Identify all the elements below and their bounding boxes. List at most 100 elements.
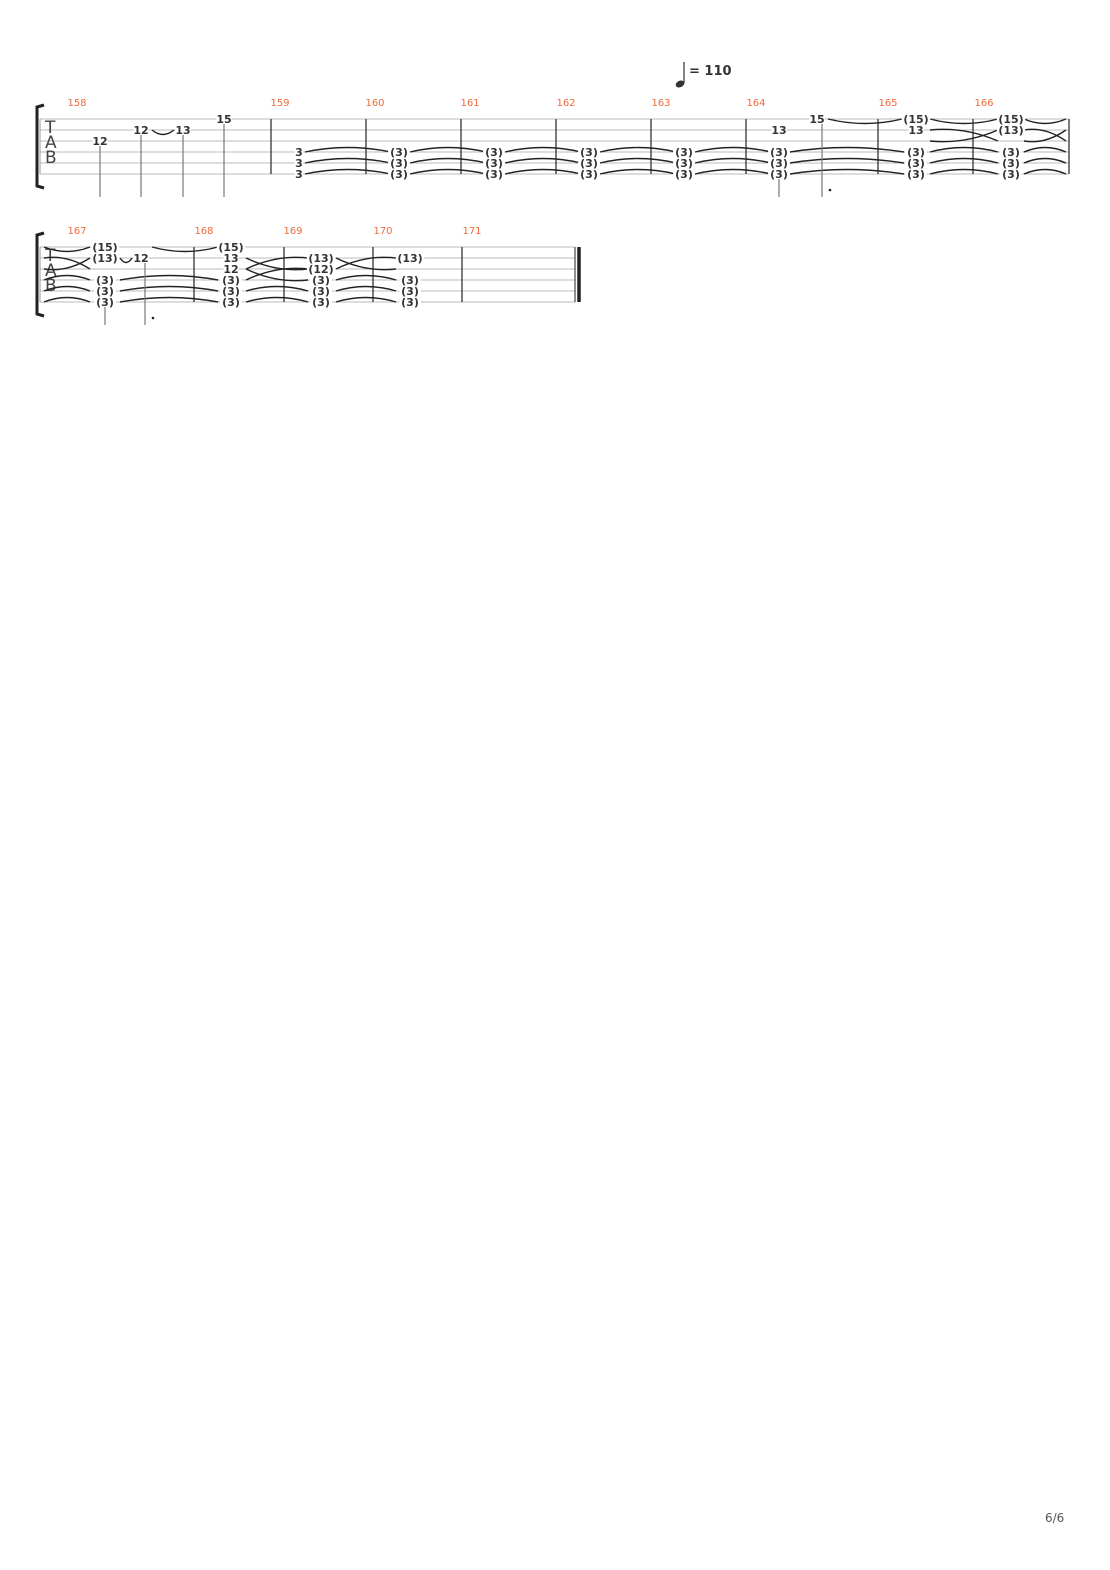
tab-note: (3) [222, 274, 240, 287]
tie-arc [409, 146, 487, 153]
note-background [905, 147, 927, 157]
tab-note: 3 [295, 146, 303, 159]
tab-note: (3) [401, 296, 419, 309]
note-background [294, 169, 304, 179]
tab-note: (3) [580, 146, 598, 159]
note-background [996, 125, 1026, 135]
tie-arc [304, 146, 392, 153]
note-background [94, 297, 116, 307]
tab-note: (13) [397, 252, 422, 265]
tab-note: (3) [96, 296, 114, 309]
tie-arc [304, 168, 392, 175]
tab-note: (12) [308, 263, 333, 276]
tie-arc [409, 157, 487, 164]
measure-number: 158 [67, 98, 86, 109]
tie-arc [789, 146, 905, 153]
tab-note: 3 [295, 168, 303, 181]
tab-note: (3) [312, 285, 330, 298]
tie-arc [504, 146, 582, 153]
tab-note: (13) [998, 124, 1023, 137]
measure-number: 165 [878, 98, 897, 109]
measure-number: 164 [746, 98, 765, 109]
tab-clef-letter: T [44, 118, 56, 138]
tie-arc [335, 257, 397, 271]
tie-arc [43, 296, 91, 303]
measure-number: 159 [270, 98, 289, 109]
tab-clef-letter: A [45, 133, 57, 153]
note-background [294, 158, 304, 168]
note-background [223, 253, 239, 263]
tab-note: 12 [133, 124, 148, 137]
note-background [768, 147, 790, 157]
tie-arc [1023, 146, 1067, 153]
tie-arc [43, 246, 91, 253]
tab-note: (15) [998, 113, 1023, 126]
tab-note: (3) [401, 285, 419, 298]
tab-note: (15) [218, 241, 243, 254]
tab-note: 12 [223, 263, 238, 276]
note-background [908, 125, 924, 135]
tie-arc [694, 157, 772, 164]
system-bracket [35, 103, 45, 190]
tie-arc [151, 129, 175, 136]
tie-arc [1023, 168, 1067, 175]
tie-arc [504, 157, 582, 164]
measure-number: 161 [460, 98, 479, 109]
tie-arc [43, 256, 91, 270]
tab-note: (13) [308, 252, 333, 265]
note-background [578, 147, 600, 157]
measure-number: 166 [974, 98, 993, 109]
system-bracket [35, 231, 45, 318]
tie-arc [789, 168, 905, 175]
tie-arc [1023, 129, 1067, 143]
note-background [388, 147, 410, 157]
tie-arc [694, 168, 772, 175]
note-background [92, 136, 108, 146]
tempo-marking: = 110 [675, 62, 732, 88]
tab-clef-letter: B [45, 276, 57, 296]
note-background [306, 264, 336, 274]
tab-note: (3) [675, 146, 693, 159]
tie-arc [304, 157, 392, 164]
tie-arc [409, 168, 487, 175]
note-background [768, 169, 790, 179]
tie-arc [827, 118, 903, 125]
tie-arc [119, 274, 219, 281]
note-background [223, 264, 239, 274]
tie-arc [929, 168, 999, 175]
tie-arc [119, 296, 219, 303]
note-background [388, 158, 410, 168]
tab-note: 13 [175, 124, 190, 137]
note-background [578, 158, 600, 168]
note-background [483, 158, 505, 168]
tab-note: (3) [96, 274, 114, 287]
measure-number: 171 [462, 226, 481, 237]
note-background [809, 114, 825, 124]
tie-arc [1023, 118, 1067, 125]
tab-note: (3) [907, 157, 925, 170]
tab-note: (3) [1002, 168, 1020, 181]
measure-165: 165(15)13(3)(3)(3) [878, 98, 931, 181]
tie-arc [1023, 128, 1067, 142]
note-background [220, 297, 242, 307]
note-background [996, 114, 1026, 124]
tab-note: (3) [675, 157, 693, 170]
measure-number: 168 [194, 226, 213, 237]
measure-169: 169(13)(12)(3)(3)(3) [283, 226, 336, 309]
tab-note: (3) [770, 168, 788, 181]
tie-arc [504, 168, 582, 175]
tab-note: 12 [92, 135, 107, 148]
tab-clef-letter: A [45, 261, 57, 281]
tie-arc [929, 157, 999, 164]
tab-note: (3) [675, 168, 693, 181]
note-background [1000, 158, 1022, 168]
tie-arc [43, 274, 91, 281]
note-background [673, 169, 695, 179]
tab-note: (15) [903, 113, 928, 126]
tab-note: (3) [770, 157, 788, 170]
